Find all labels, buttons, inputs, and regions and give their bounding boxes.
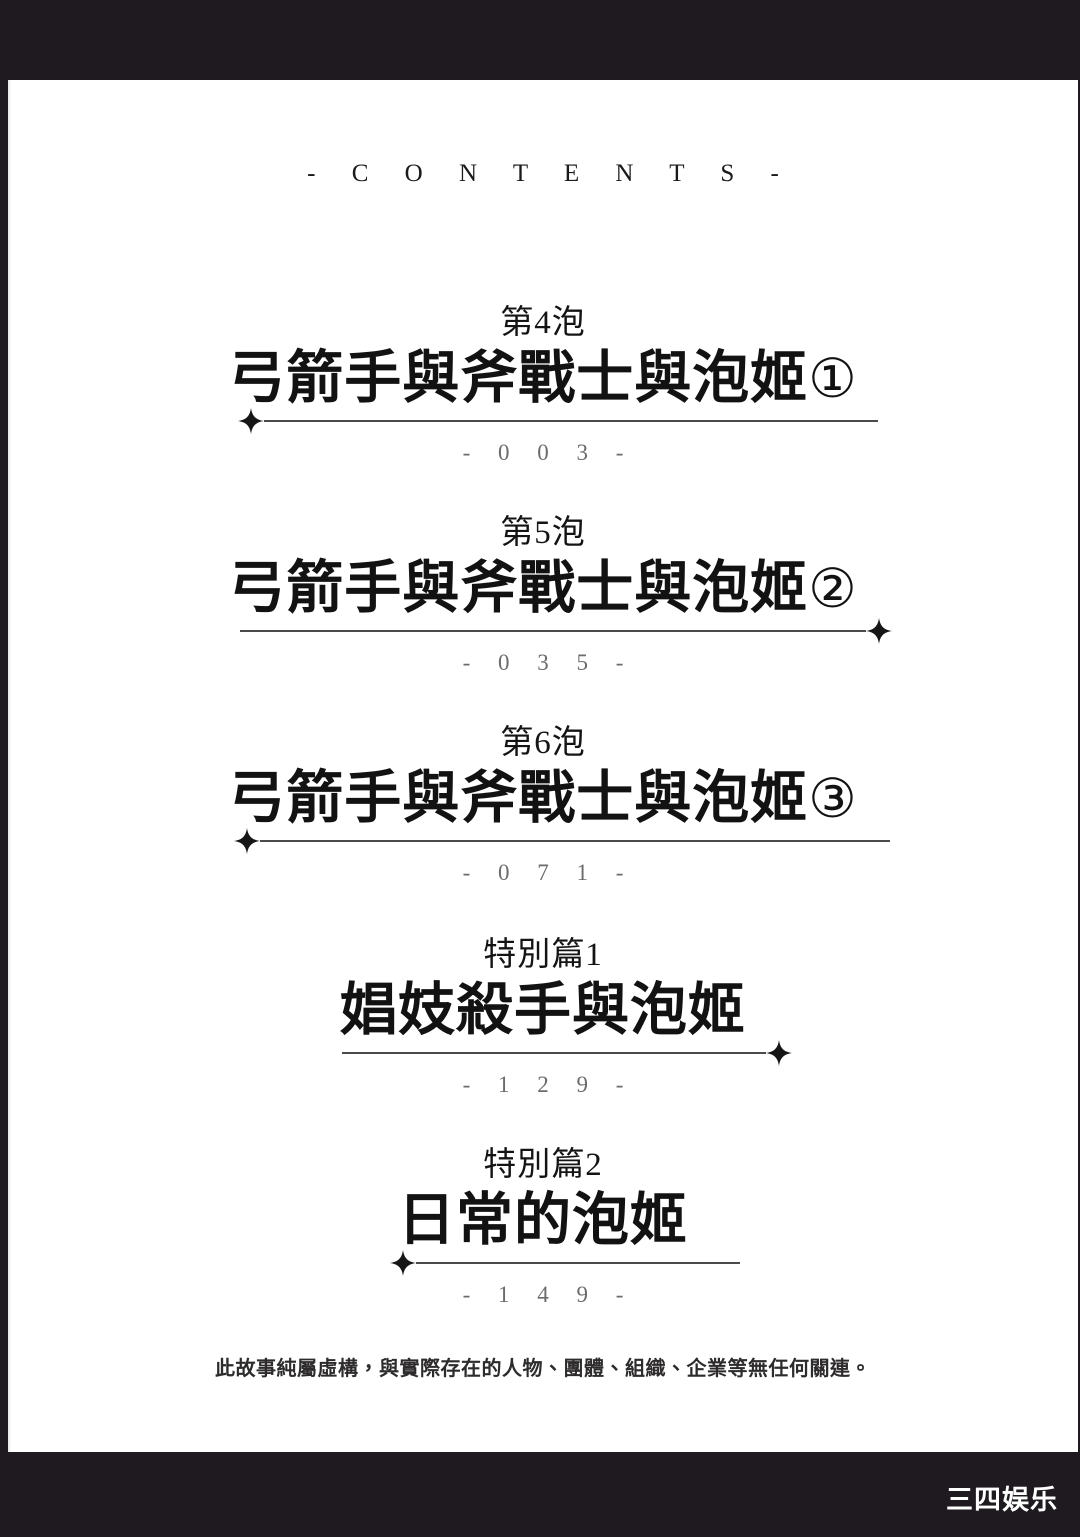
entry-page-number: - 1 2 9 -	[462, 1071, 635, 1097]
contents-entry[interactable]: 第5泡 弓箭手與斧戰士與泡姬② - 0 3 5 -	[8, 516, 1078, 676]
entry-title: 娼妓殺手與泡姬	[8, 977, 1078, 1044]
contents-entry[interactable]: 第6泡 弓箭手與斧戰士與泡姬③ - 0 7 1 -	[8, 726, 1078, 886]
entry-number: 第6泡	[500, 725, 586, 761]
entry-title-text: 弓箭手與斧戰士與泡姬	[228, 345, 809, 410]
entry-number: 第5泡	[500, 515, 586, 551]
page-sheet: - C O N T E N T S - 第4泡 弓箭手與斧戰士與泡姬① - 0 …	[8, 80, 1078, 1452]
entry-rule-row	[8, 617, 1078, 644]
sparkle-ornament-icon	[766, 1039, 792, 1066]
entry-rule-line	[240, 629, 866, 632]
letterbox-band-top	[0, 0, 1080, 80]
entry-volume-mark: ①	[808, 346, 858, 410]
entry-page-number: - 1 4 9 -	[462, 1281, 635, 1307]
entry-number: 特別篇1	[483, 937, 603, 973]
page-left-edge	[8, 80, 11, 1452]
contents-entry[interactable]: 特別篇1 娼妓殺手與泡姬 - 1 2 9 -	[8, 938, 1078, 1098]
entry-title: 日常的泡姬	[8, 1187, 1078, 1254]
entry-title-text: 日常的泡姬	[398, 1187, 688, 1252]
entry-title-text: 弓箭手與斧戰士與泡姬	[228, 765, 809, 830]
entry-number: 特別篇2	[483, 1147, 603, 1183]
entry-rule-row	[8, 407, 1078, 434]
entry-rule-line	[342, 1051, 766, 1054]
entry-title: 弓箭手與斧戰士與泡姬③	[8, 765, 1078, 832]
entry-rule-row	[8, 1249, 1078, 1276]
entry-volume-mark: ②	[808, 556, 858, 620]
entry-title: 弓箭手與斧戰士與泡姬②	[8, 555, 1078, 622]
entry-title-text: 娼妓殺手與泡姬	[340, 977, 746, 1042]
entry-page-number: - 0 7 1 -	[462, 859, 635, 885]
sparkle-ornament-icon	[866, 617, 892, 644]
entry-rule-row	[8, 827, 1078, 854]
entry-number: 第4泡	[500, 305, 586, 341]
letterbox-band-bottom	[0, 1452, 1080, 1537]
sparkle-ornament-icon	[234, 827, 260, 854]
entry-page-number: - 0 3 5 -	[462, 649, 635, 675]
watermark: 三四娱乐	[946, 1485, 1058, 1515]
entry-rule-row	[8, 1039, 1078, 1066]
sparkle-ornament-icon	[238, 407, 264, 434]
sparkle-ornament-icon	[390, 1249, 416, 1276]
entry-rule-line	[416, 1261, 740, 1264]
entry-title: 弓箭手與斧戰士與泡姬①	[8, 345, 1078, 412]
disclaimer-text: 此故事純屬虛構，與實際存在的人物、團體、組織、企業等無任何關連。	[215, 1358, 871, 1380]
contents-entry[interactable]: 特別篇2 日常的泡姬 - 1 4 9 -	[8, 1148, 1078, 1308]
contents-entry[interactable]: 第4泡 弓箭手與斧戰士與泡姬① - 0 0 3 -	[8, 306, 1078, 466]
entry-volume-mark: ③	[808, 766, 858, 830]
entry-rule-line	[260, 839, 890, 842]
entry-title-text: 弓箭手與斧戰士與泡姬	[228, 555, 809, 620]
entry-page-number: - 0 0 3 -	[462, 439, 635, 465]
contents-heading: - C O N T E N T S -	[307, 160, 794, 187]
entry-rule-line	[264, 419, 878, 422]
